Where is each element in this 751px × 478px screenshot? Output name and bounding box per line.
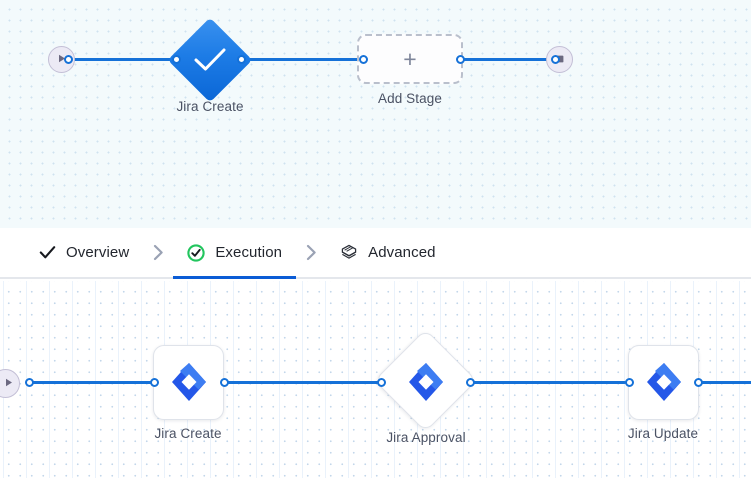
execution-step-canvas[interactable]: </> Jira Create Jira Approval </>: [0, 281, 751, 478]
port-end-in[interactable]: [551, 55, 560, 64]
edge-start-to-jira-create-step: [28, 381, 155, 384]
port-jira-update-out[interactable]: [694, 378, 703, 387]
add-stage-label: Add Stage: [378, 91, 442, 106]
tab-label-execution: Execution: [215, 244, 283, 261]
edge-jira-create-to-approval: [224, 381, 381, 384]
play-icon: [56, 51, 67, 69]
edge-start-to-jira-create: [66, 58, 176, 61]
chevron-right-icon: [143, 244, 173, 261]
execution-start-node[interactable]: [0, 369, 20, 398]
edge-approval-to-jira-update: [470, 381, 626, 384]
port-jira-approval-out[interactable]: [466, 378, 475, 387]
edge-add-stage-to-end: [460, 58, 555, 61]
port-jira-update-in[interactable]: [625, 378, 634, 387]
check-circle-icon: [187, 243, 205, 262]
tab-label-advanced: Advanced: [368, 244, 436, 261]
step-node-jira-create[interactable]: [153, 345, 224, 420]
layers-hexagon-icon: [340, 244, 358, 262]
stage-label-jira-create: Jira Create: [176, 99, 244, 114]
play-icon: [3, 375, 14, 393]
port-jira-create-step-in[interactable]: [150, 378, 159, 387]
port-jira-approval-in[interactable]: [377, 378, 386, 387]
port-jira-create-step-out[interactable]: [220, 378, 229, 387]
step-node-jira-approval[interactable]: [373, 328, 478, 433]
plus-icon: +: [403, 45, 417, 72]
port-add-stage-in[interactable]: [359, 55, 368, 64]
tab-label-overview: Overview: [66, 244, 130, 261]
chevron-right-icon-2: [296, 244, 326, 261]
edge-jira-create-to-add-stage: [241, 58, 363, 61]
port-jira-create-out[interactable]: [237, 55, 246, 64]
step-label-jira-update: Jira Update: [627, 426, 699, 441]
pipeline-stage-canvas[interactable]: Jira Create + Add Stage: [0, 0, 751, 228]
step-node-jira-update[interactable]: [628, 345, 699, 420]
port-execution-start-out[interactable]: [25, 378, 34, 387]
pipeline-config-tabs: Overview Execution: [0, 228, 751, 279]
tab-execution[interactable]: Execution: [173, 228, 296, 279]
tab-overview[interactable]: Overview: [24, 228, 143, 277]
check-icon: [38, 244, 56, 262]
step-label-jira-approval: Jira Approval: [386, 430, 466, 445]
add-stage-button[interactable]: +: [357, 34, 463, 84]
port-start-out[interactable]: [64, 55, 73, 64]
edge-jira-update-out: [696, 381, 751, 384]
step-label-jira-create: Jira Create: [154, 426, 222, 441]
tab-advanced[interactable]: Advanced: [326, 228, 450, 277]
port-jira-create-in[interactable]: [172, 55, 181, 64]
port-add-stage-out[interactable]: [456, 55, 465, 64]
